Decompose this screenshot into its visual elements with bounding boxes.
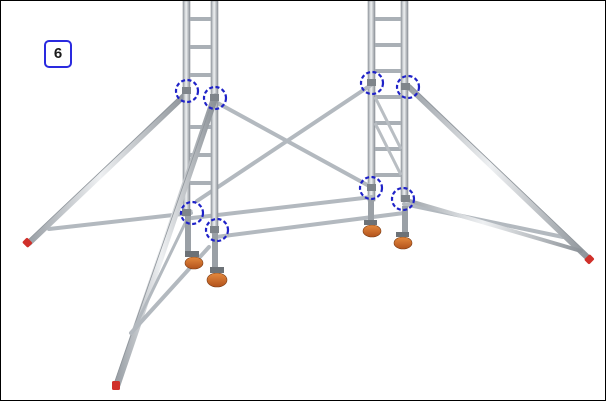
front-stabilisers (113, 93, 219, 389)
castor-front-right (206, 233, 228, 288)
stabiliser-left-front-lower (131, 209, 193, 333)
highlight-markers (174, 70, 421, 243)
diagonal-brace-b (195, 83, 373, 203)
stabiliser-left-rear (26, 90, 190, 246)
rear-ladder-left-rail (367, 1, 376, 202)
foot-cap-front (112, 381, 120, 390)
foot-cap-left (22, 237, 33, 248)
rear-ladder-right-rail (400, 1, 409, 202)
base-brace-left (47, 211, 193, 231)
stabilisers (26, 84, 592, 262)
coupler-clamps (182, 79, 410, 233)
stabiliser-right-rear (406, 84, 592, 262)
castor-front-left (184, 215, 204, 270)
stabiliser-feet (22, 237, 595, 390)
highlight-circle-7 (358, 175, 384, 201)
highlight-circle-2 (202, 85, 228, 111)
rear-ladder-internal-diagonals (373, 96, 403, 176)
highlight-circle-8 (390, 186, 416, 212)
front-ladder-rungs (190, 17, 211, 185)
foot-cap-right (584, 254, 595, 265)
castor-rear-left (362, 199, 382, 238)
highlight-circle-1 (174, 78, 200, 104)
rear-ladder-frame (367, 1, 409, 202)
base-brace-middle (190, 195, 374, 220)
highlight-circle-4 (395, 74, 421, 100)
castors (184, 199, 413, 288)
stabiliser-left-front (113, 93, 219, 389)
stabiliser-right-front (401, 197, 583, 253)
step-number-badge: 6 (44, 40, 72, 68)
highlight-circle-5 (179, 200, 205, 226)
castor-rear-right (393, 206, 413, 250)
diagonal-brace-a (212, 99, 373, 189)
stabiliser-edges (26, 83, 592, 258)
highlight-circle-6 (204, 217, 230, 243)
highlight-circle-3 (359, 70, 385, 96)
front-ladder-right-rail (210, 1, 219, 234)
